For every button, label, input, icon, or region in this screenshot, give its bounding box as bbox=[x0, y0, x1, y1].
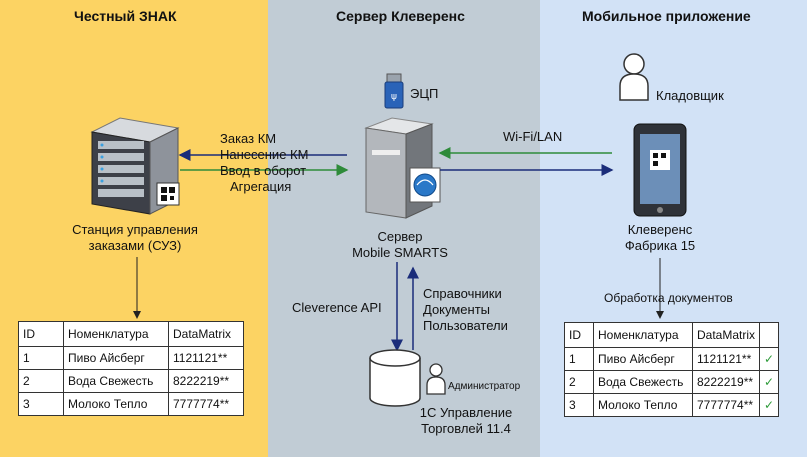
usb-token-icon: ψ bbox=[384, 73, 404, 109]
table-row: 1 Пиво Айсберг 1121121** bbox=[18, 346, 244, 370]
svg-text:ψ: ψ bbox=[391, 92, 397, 102]
arrow-label-aggregation: Агрегация bbox=[230, 179, 292, 194]
api-label: Cleverence API bbox=[292, 300, 382, 315]
admin-icon bbox=[426, 363, 446, 395]
th-check bbox=[759, 322, 780, 348]
left-datamatrix-table: ID Номенклатура DataMatrix 1 Пиво Айсбер… bbox=[18, 321, 244, 416]
arrow-label-circulation: Ввод в оборот bbox=[220, 163, 307, 178]
table-row: 2 Вода Свежесть 8222219** ✓ bbox=[564, 370, 780, 394]
th-id: ID bbox=[564, 322, 594, 348]
processing-label: Обработка документов bbox=[604, 291, 733, 305]
storekeeper-label: Кладовщик bbox=[656, 88, 724, 103]
th-datamatrix: DataMatrix bbox=[691, 322, 761, 348]
directory-label: Справочники Документы Пользователи bbox=[423, 286, 508, 333]
db-label: 1С Управление Торговлей 11.4 bbox=[419, 405, 513, 436]
title-server: Сервер Клеверенс bbox=[336, 8, 465, 24]
arrow-label-order: Заказ КМ bbox=[220, 131, 277, 146]
database-icon bbox=[369, 349, 421, 407]
table-row: 3 Молоко Тепло 7777774** bbox=[18, 392, 244, 416]
smartphone-icon bbox=[633, 123, 687, 217]
table-row: 3 Молоко Тепло 7777774** ✓ bbox=[564, 393, 780, 417]
app-label: Клеверенс Фабрика 15 bbox=[624, 222, 696, 253]
th-nomenclature: Номенклатура bbox=[593, 322, 693, 348]
th-nomenclature: Номенклатура bbox=[63, 321, 169, 347]
table-row: 2 Вода Свежесть 8222219** bbox=[18, 369, 244, 393]
right-datamatrix-table: ID Номенклатура DataMatrix 1 Пиво Айсбер… bbox=[564, 322, 780, 417]
ecp-label: ЭЦП bbox=[410, 86, 439, 101]
title-chestny-znak: Честный ЗНАК bbox=[74, 8, 177, 24]
title-mobile: Мобильное приложение bbox=[582, 8, 751, 24]
datamatrix-badge-icon bbox=[156, 182, 180, 206]
server-tower-icon bbox=[364, 117, 441, 219]
storekeeper-icon bbox=[619, 53, 649, 101]
wifi-label: Wi-Fi/LAN bbox=[503, 129, 563, 144]
server-label: Сервер Mobile SMARTS bbox=[352, 229, 448, 260]
th-id: ID bbox=[18, 321, 64, 347]
check-icon: ✓ bbox=[759, 347, 780, 371]
th-datamatrix: DataMatrix bbox=[168, 321, 244, 347]
table-row: 1 Пиво Айсберг 1121121** ✓ bbox=[564, 347, 780, 371]
check-icon: ✓ bbox=[759, 370, 780, 394]
station-label: Станция управления заказами (СУЗ) bbox=[72, 222, 198, 253]
admin-label: Администратор bbox=[448, 381, 521, 392]
arrow-label-apply: Нанесение КМ bbox=[220, 147, 309, 162]
check-icon: ✓ bbox=[759, 393, 780, 417]
